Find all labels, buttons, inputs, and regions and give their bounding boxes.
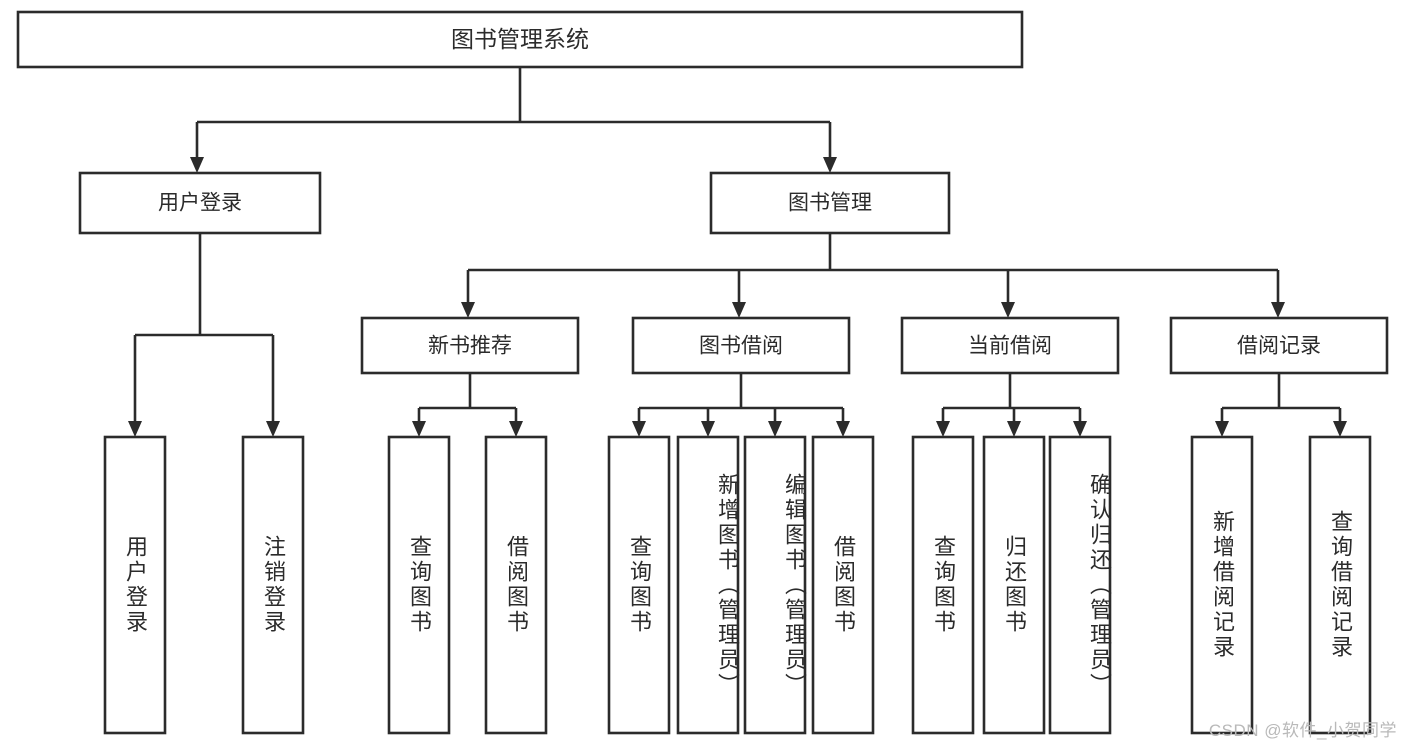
node-root-label: 图书管理系统 [451, 26, 589, 52]
leaf-box-user-login[interactable] [103, 435, 167, 735]
connector-root-to-level2 [190, 67, 837, 173]
leaf-box-query-book-1[interactable] [387, 435, 451, 735]
node-book-manage-label: 图书管理 [788, 192, 872, 215]
connector-bookborrow-to-leaves [632, 373, 850, 437]
node-book-manage[interactable]: 图书管理 [709, 171, 951, 235]
connector-userlogin-to-leaves [128, 233, 280, 437]
leaf-box-add-book[interactable] [676, 435, 740, 735]
node-book-borrow-label: 图书借阅 [699, 335, 783, 358]
node-new-book-recommend-label: 新书推荐 [428, 335, 512, 358]
leaf-box-borrow-book-1[interactable] [484, 435, 548, 735]
connector-newbook-to-leaves [412, 373, 523, 437]
leaf-box-add-record[interactable] [1190, 435, 1254, 735]
leaf-box-query-book-2[interactable] [607, 435, 671, 735]
leaf-box-query-book-3[interactable] [911, 435, 975, 735]
leaf-box-confirm-return[interactable] [1048, 435, 1112, 735]
node-new-book-recommend[interactable]: 新书推荐 [360, 316, 580, 375]
node-root[interactable]: 图书管理系统 [16, 10, 1024, 69]
leaf-box-query-record[interactable] [1308, 435, 1372, 735]
node-borrow-record-label: 借阅记录 [1237, 335, 1321, 358]
node-current-borrow-label: 当前借阅 [968, 335, 1052, 358]
leaf-box-borrow-book-2[interactable] [811, 435, 875, 735]
node-book-borrow[interactable]: 图书借阅 [631, 316, 851, 375]
leaf-box-edit-book[interactable] [743, 435, 807, 735]
csdn-watermark: CSDN @软件_小贺同学 [1208, 721, 1397, 740]
node-user-login-label: 用户登录 [158, 192, 242, 215]
leaf-boxes [103, 435, 1372, 735]
node-current-borrow[interactable]: 当前借阅 [900, 316, 1120, 375]
connector-bookmanage-to-level3 [461, 233, 1285, 318]
connector-borrowrecord-to-leaves [1215, 373, 1347, 437]
leaf-box-return-book[interactable] [982, 435, 1046, 735]
leaf-box-user-logout[interactable] [241, 435, 305, 735]
node-borrow-record[interactable]: 借阅记录 [1169, 316, 1389, 375]
connector-currentborrow-to-leaves [936, 373, 1087, 437]
node-user-login[interactable]: 用户登录 [78, 171, 322, 235]
